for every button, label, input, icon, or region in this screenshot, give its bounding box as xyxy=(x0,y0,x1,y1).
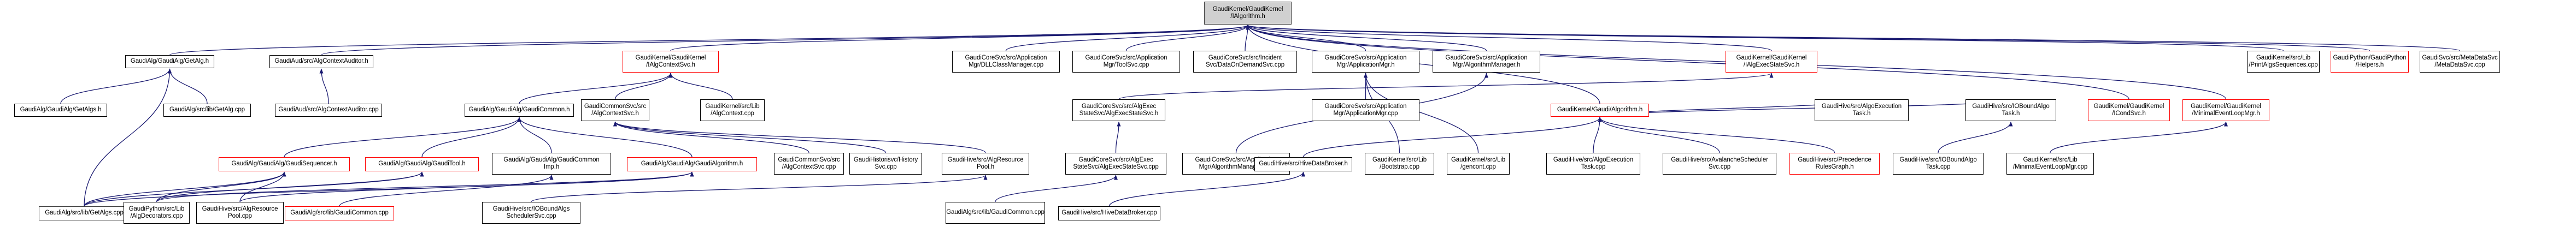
graph-edge xyxy=(995,175,1118,202)
graph-edge xyxy=(668,73,733,100)
graph-node[interactable]: GaudiHive/src/AlgoExecution Task.cpp xyxy=(1546,153,1640,175)
graph-node[interactable]: GaudiAlg/GaudiAlg/GetAlg.h xyxy=(125,55,214,68)
graph-node[interactable]: GaudiCommonSvc/src /AlgContextSvc.h xyxy=(581,99,649,121)
graph-node[interactable]: GaudiAlg/src/lib/GetAlgs.cpp xyxy=(39,206,130,220)
graph-edge xyxy=(531,175,988,202)
graph-edge xyxy=(1593,117,1602,153)
graph-edge xyxy=(84,171,424,207)
graph-node[interactable]: GaudiKernel/Gaudi/Algorithm.h xyxy=(1551,104,1649,117)
graph-edge xyxy=(156,171,694,202)
graph-edge xyxy=(1118,73,1774,100)
graph-node[interactable]: GaudiCoreSvc/src/Application Mgr/ToolSvc… xyxy=(1072,51,1180,73)
graph-node[interactable]: GaudiCommonSvc/src /AlgContextSvc.cpp xyxy=(774,153,844,175)
graph-node[interactable]: GaudiKernel/src/Lib /PrintAlgsSequences.… xyxy=(2247,51,2320,73)
graph-edge xyxy=(2050,121,2228,153)
graph-edge xyxy=(1246,25,2370,51)
graph-edge xyxy=(614,73,673,100)
graph-node[interactable]: GaudiKernel/src/Lib /MinimalEventLoopMgr… xyxy=(2006,153,2094,175)
graph-node[interactable]: GaudiKernel/src/Lib /Bootstrap.cpp xyxy=(1365,153,1434,175)
graph-node[interactable]: GaudiHive/src/IOBoundAlgo Task.cpp xyxy=(1893,153,1984,175)
graph-edge xyxy=(670,25,1250,51)
graph-edge xyxy=(613,121,809,153)
graph-edge xyxy=(84,171,286,207)
graph-edge xyxy=(168,68,208,104)
graph-edge xyxy=(1246,25,2284,51)
graph-edge xyxy=(1598,117,1835,153)
graph-edge xyxy=(1005,25,1250,51)
graph-node[interactable]: GaudiHive/src/AlgResource Pool.h xyxy=(942,153,1029,175)
graph-edge xyxy=(517,117,693,158)
graph-node[interactable]: GaudiCoreSvc/src/Application Mgr/Applica… xyxy=(1312,99,1419,121)
graph-node[interactable]: GaudiKernel/src/Lib /AlgContext.cpp xyxy=(700,99,765,121)
graph-edge xyxy=(1598,117,1720,153)
graph-node[interactable]: GaudiAlg/src/lib/GaudiCommon.cpp xyxy=(285,206,394,220)
graph-node[interactable]: GaudiAud/src/AlgContextAuditor.cpp xyxy=(275,104,382,117)
graph-node[interactable]: GaudiAlg/GaudiAlg/GaudiTool.h xyxy=(365,157,479,171)
graph-edge xyxy=(1598,99,2011,118)
graph-node[interactable]: GaudiKernel/GaudiKernel /IAlgorithm.h xyxy=(1204,2,1292,25)
graph-edge xyxy=(613,121,986,153)
graph-edge xyxy=(1108,171,1305,207)
graph-node[interactable]: GaudiAlg/GaudiAlg/GaudiCommon.h xyxy=(465,104,574,117)
graph-node[interactable]: GaudiHive/src/AvalancheScheduler Svc.cpp xyxy=(1663,153,1776,175)
graph-edge xyxy=(239,171,286,202)
graph-edge xyxy=(84,171,694,207)
graph-edge xyxy=(421,117,521,158)
graph-edge xyxy=(1246,25,1487,51)
graph-edge xyxy=(1246,25,1366,51)
graph-node[interactable]: GaudiCoreSvc/src/Application Mgr/DLLClas… xyxy=(952,51,1060,73)
graph-node[interactable]: GaudiCoreSvc/src/AlgExec StateSvc/AlgExe… xyxy=(1065,153,1166,175)
graph-edge xyxy=(156,171,424,202)
graph-node[interactable]: GaudiKernel/GaudiKernel /IAlgContextSvc.… xyxy=(623,51,719,73)
graph-node[interactable]: GaudiAlg/GaudiAlg/GetAlgs.h xyxy=(14,104,107,117)
graph-edge xyxy=(1938,121,2013,153)
graph-node[interactable]: GaudiHive/src/IOBoundAlgs SchedulerSvc.c… xyxy=(482,202,580,224)
graph-node[interactable]: GaudiCoreSvc/src/Incident Svc/DataOnDema… xyxy=(1193,51,1297,73)
graph-node[interactable]: GaudiSvc/src/MetaDataSvc /MetaDataSvc.cp… xyxy=(2420,51,2500,73)
graph-edge xyxy=(1302,117,1602,158)
graph-edge xyxy=(319,68,329,104)
graph-edge xyxy=(84,68,172,207)
graph-edge xyxy=(1125,25,1250,51)
graph-node[interactable]: GaudiHive/src/Precedence RulesGraph.h xyxy=(1789,153,1880,175)
graph-edge xyxy=(1246,25,2461,51)
graph-node[interactable]: GaudiCoreSvc/src/Application Mgr/Algorit… xyxy=(1433,51,1540,73)
graph-node[interactable]: GaudiHive/src/HiveDataBroker.cpp xyxy=(1058,206,1160,220)
graph-node[interactable]: GaudiCoreSvc/src/AlgExec StateSvc/AlgExe… xyxy=(1072,99,1165,121)
graph-edge xyxy=(284,117,521,158)
graph-edge xyxy=(517,117,552,153)
graph-node[interactable]: GaudiAud/src/AlgContextAuditor.h xyxy=(269,55,373,68)
graph-node[interactable]: GaudiHive/src/AlgoExecution Task.h xyxy=(1815,99,1909,121)
graph-edge xyxy=(1115,121,1121,153)
graph-node[interactable]: GaudiHive/src/AlgResource Pool.cpp xyxy=(196,202,284,224)
graph-node[interactable]: GaudiAlg/src/lib/GetAlg.cpp xyxy=(163,104,251,117)
graph-node[interactable]: GaudiHive/src/IOBoundAlgo Task.h xyxy=(1965,99,2056,121)
graph-node[interactable]: GaudiKernel/GaudiKernel /MinimalEventLoo… xyxy=(2182,99,2269,121)
graph-edge xyxy=(613,121,887,153)
graph-node[interactable]: GaudiCoreSvc/src/Application Mgr/Applica… xyxy=(1312,51,1419,73)
graph-edge xyxy=(1246,25,1600,104)
graph-edge xyxy=(156,171,286,202)
graph-node[interactable]: GaudiAlg/GaudiAlg/GaudiAlgorithm.h xyxy=(627,157,757,171)
graph-node[interactable]: GaudiAlg/GaudiAlg/GaudiSequencer.h xyxy=(219,157,350,171)
graph-node[interactable]: GaudiAlg/GaudiAlg/GaudiCommon Imp.h xyxy=(492,153,611,175)
graph-node[interactable]: GaudiAlg/src/lib/GaudiCommon.cpp xyxy=(946,202,1045,224)
graph-node[interactable]: GaudiKernel/GaudiKernel /IAlgExecStateSv… xyxy=(1726,51,1817,73)
graph-node[interactable]: GaudiKernel/GaudiKernel /ICondSvc.h xyxy=(2088,99,2170,121)
graph-edge xyxy=(1245,25,1250,51)
graph-node[interactable]: GaudiHistorisvc/History Svc.cpp xyxy=(849,153,922,175)
graph-edge xyxy=(239,171,694,202)
graph-edge xyxy=(1246,25,1772,51)
graph-edge xyxy=(60,68,172,104)
graph-node[interactable]: GaudiPython/src/Lib /AlgDecorators.cpp xyxy=(124,202,190,224)
graph-node[interactable]: GaudiPython/GaudiPython /Helpers.h xyxy=(2331,51,2409,73)
graph-node[interactable]: GaudiHive/src/HiveDataBroker.h xyxy=(1254,157,1352,171)
graph-node[interactable]: GaudiKernel/src/Lib /gencont.cpp xyxy=(1447,153,1510,175)
